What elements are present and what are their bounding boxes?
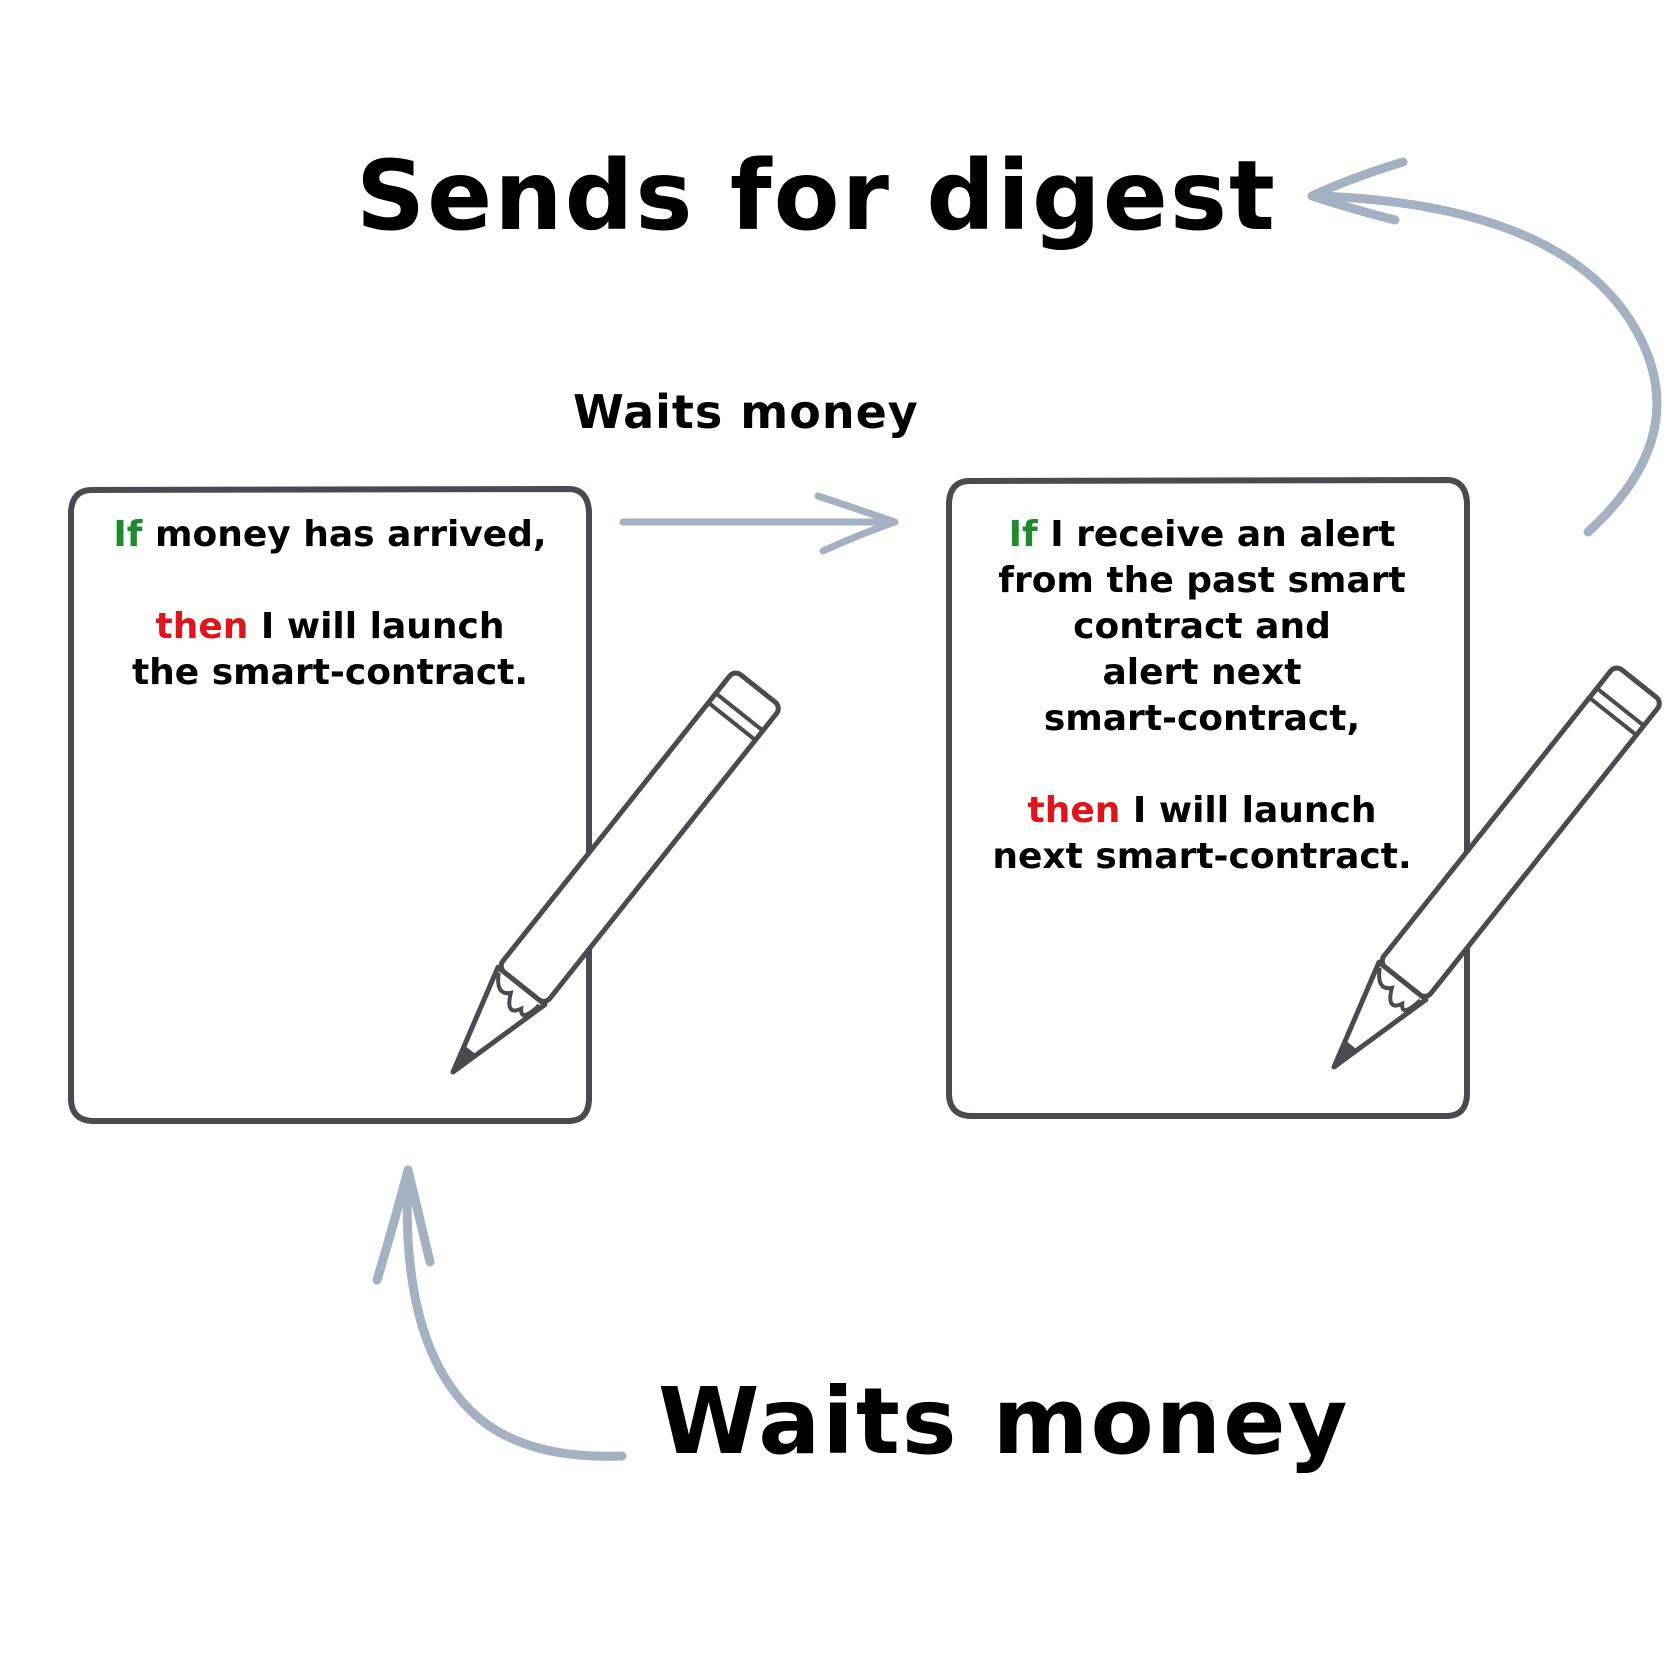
contract-2-text: If I receive an alert from the past smar…	[952, 512, 1452, 880]
contract-2-condition-3: contract and	[1073, 606, 1331, 647]
then-keyword: then	[155, 606, 249, 647]
if-keyword: If	[113, 514, 143, 555]
contract-1-box	[68, 486, 592, 1124]
waits-money-middle-label: Waits money	[573, 385, 919, 439]
waits-money-bottom-label: Waits money	[658, 1368, 1350, 1475]
arrow-waits-money-to-contract1	[372, 1165, 627, 1461]
pencil-icon	[450, 670, 781, 1075]
contract-2-condition-1: I receive an alert	[1037, 514, 1396, 555]
arrow-contract1-to-contract2	[619, 492, 899, 555]
contract-2-action-1: I will launch	[1120, 790, 1377, 831]
contract-1-condition: money has arrived,	[142, 514, 547, 555]
contract-2-condition-4: alert next	[1102, 652, 1302, 693]
contract-1-action-2: the smart-contract.	[131, 652, 529, 693]
contract-2-box	[946, 477, 1470, 1119]
then-keyword: then	[1027, 790, 1121, 831]
contract-2-action-2: next smart-contract.	[992, 836, 1412, 877]
contract-2-condition-2: from the past smart	[998, 560, 1406, 601]
contract-2-action-line: then I will launch	[952, 788, 1452, 834]
if-keyword: If	[1008, 514, 1038, 555]
contract-1-condition-line: If money has arrived,	[80, 512, 580, 558]
contract-1-action-1: I will launch	[248, 606, 505, 647]
contract-1-text: If money has arrived, then I will launch…	[80, 512, 580, 696]
contract-2-condition-5: smart-contract,	[1043, 698, 1361, 739]
contract-2-condition-line: If I receive an alert	[952, 512, 1452, 558]
sends-for-digest-label: Sends for digest	[356, 140, 1277, 252]
arrow-to-sends-for-digest	[1307, 157, 1662, 537]
contract-1-action-line: then I will launch	[80, 604, 580, 650]
pencil-icon	[1331, 665, 1662, 1070]
